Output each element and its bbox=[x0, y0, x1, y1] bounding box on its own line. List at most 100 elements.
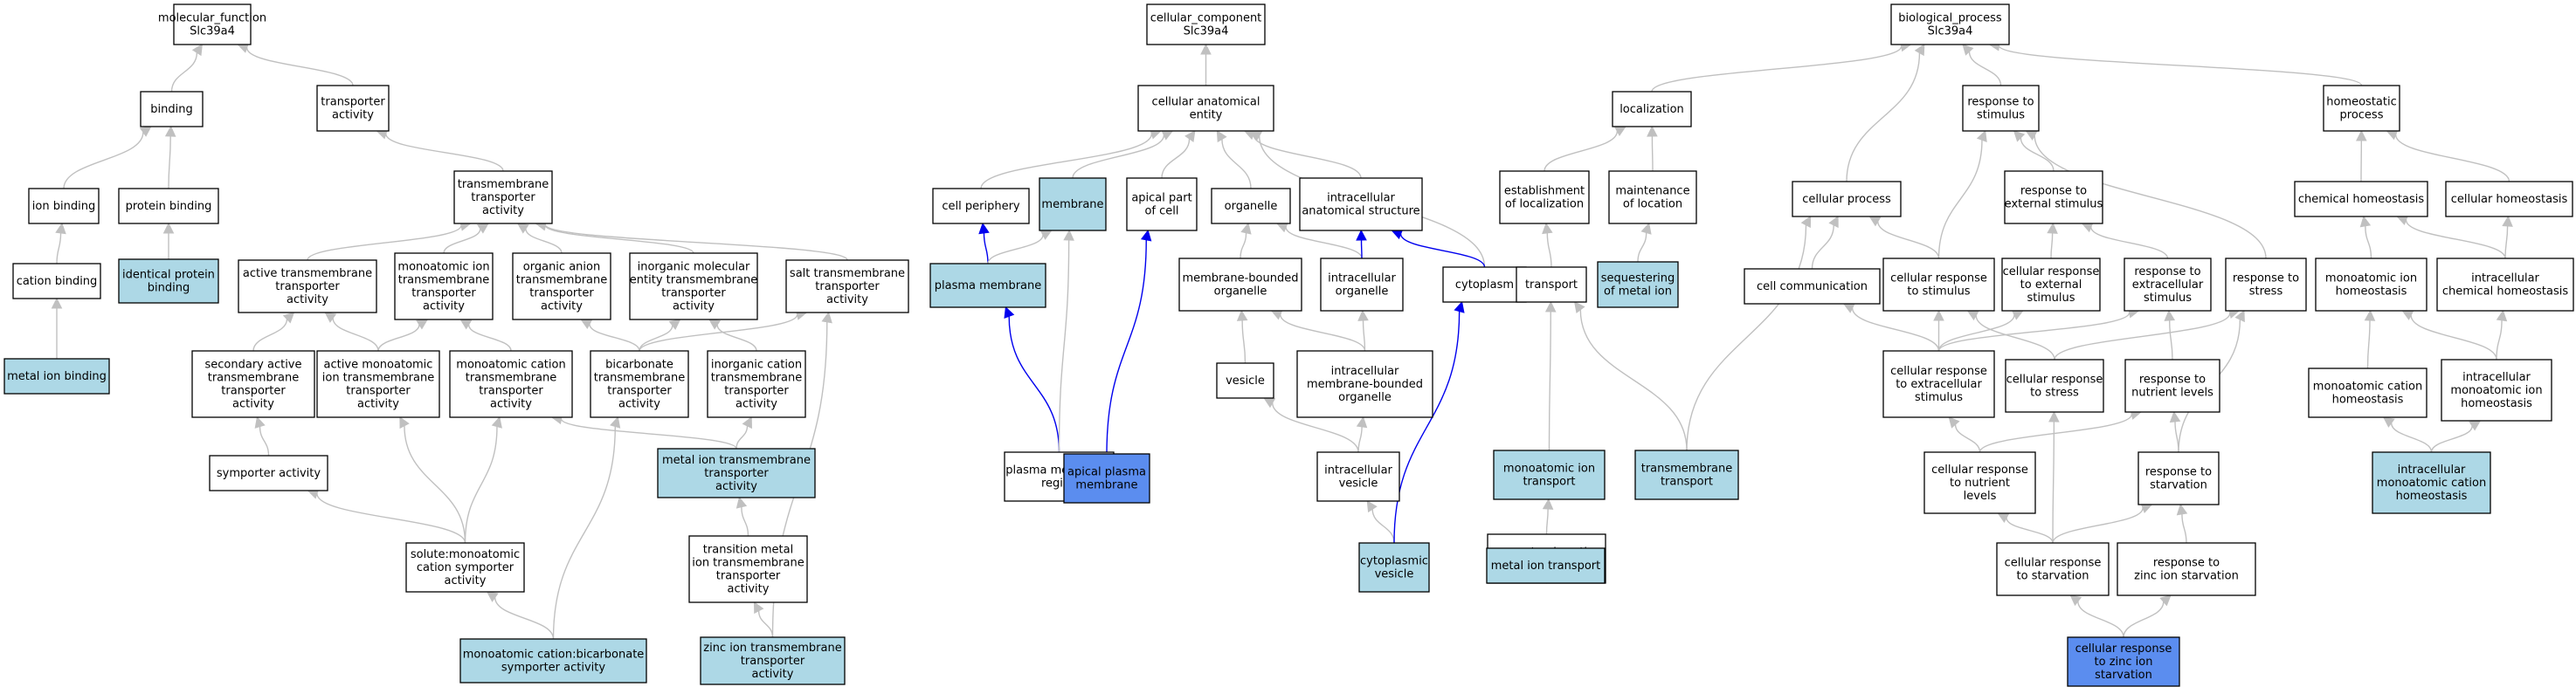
is-a-edge bbox=[2052, 507, 2144, 544]
go-term-node-cation-binding[interactable]: cation binding bbox=[12, 263, 101, 299]
node-label-line: chemical homeostasis bbox=[2442, 285, 2569, 299]
node-label-line: maintenance bbox=[1615, 185, 1689, 198]
go-term-node-cell-communication[interactable]: cell communication bbox=[1744, 268, 1881, 305]
node-label-line: cation symporter bbox=[417, 561, 515, 574]
edge-arrowhead bbox=[1063, 229, 1074, 241]
edge-arrowhead bbox=[324, 312, 337, 323]
go-term-node-protein-binding[interactable]: protein binding bbox=[118, 188, 219, 224]
go-term-node-inorganic-cation-tm[interactable]: inorganic cationtransmembranetransporter… bbox=[707, 350, 806, 418]
node-box bbox=[1211, 188, 1291, 224]
go-term-node-binding[interactable]: binding bbox=[140, 91, 204, 127]
go-term-node-metal-ion-tm[interactable]: metal ion transmembranetransporteractivi… bbox=[657, 448, 816, 498]
go-term-node-ion-binding[interactable]: ion binding bbox=[28, 188, 100, 224]
go-term-node-cell-periphery[interactable]: cell periphery bbox=[932, 188, 1030, 224]
go-term-node-cellular-homeostasis[interactable]: cellular homeostasis bbox=[2445, 181, 2573, 217]
edge-arrowhead bbox=[1366, 500, 1378, 513]
go-term-node-symporter[interactable]: symporter activity bbox=[209, 455, 328, 491]
is-a-edge bbox=[2006, 518, 2054, 544]
go-term-node-cellular-process[interactable]: cellular process bbox=[1792, 181, 1902, 217]
go-term-node-organelle[interactable]: organelle bbox=[1211, 188, 1291, 224]
node-label-line: cytoplasmic bbox=[1360, 555, 1428, 568]
node-label-line: to external bbox=[2020, 278, 2082, 292]
node-label-line: binding bbox=[150, 103, 192, 116]
go-term-node-chemical-homeostasis[interactable]: chemical homeostasis bbox=[2294, 181, 2428, 217]
node-label-line: extracellular bbox=[2132, 278, 2204, 292]
node-label-line: monoatomic cation bbox=[2377, 477, 2486, 490]
is-a-edge bbox=[2390, 423, 2433, 453]
node-label-line: activity bbox=[332, 109, 374, 122]
go-term-node-zinc-ion-tm[interactable]: zinc ion transmembranetransporteractivit… bbox=[700, 636, 846, 685]
go-term-node-metal-ion-binding[interactable]: metal ion binding bbox=[3, 358, 110, 395]
is-a-edge bbox=[1546, 232, 1552, 268]
node-label-line: stimulus bbox=[2027, 292, 2075, 305]
is-a-edge bbox=[1272, 402, 1359, 453]
go-term-node-membrane[interactable]: membrane bbox=[1039, 177, 1107, 231]
edge-arrowhead bbox=[821, 311, 832, 324]
edge-arrowhead bbox=[476, 223, 489, 234]
go-term-node-monoatomic-cation-tm[interactable]: monoatomic cationtransmembranetransporte… bbox=[449, 350, 573, 418]
go-term-node-plasma-membrane[interactable]: plasma membrane bbox=[929, 263, 1046, 308]
go-term-node-monoatomic-ion-tm[interactable]: monoatomic iontransmembranetransporterac… bbox=[394, 252, 494, 320]
go-term-node-metal-ion-transport[interactable]: metal ion transport bbox=[1486, 547, 1606, 584]
is-a-edge bbox=[560, 418, 737, 450]
go-term-node-localization[interactable]: localization bbox=[1612, 91, 1692, 127]
go-term-node-cytoplasm[interactable]: cytoplasm bbox=[1442, 266, 1527, 303]
go-term-node-bicarbonate-tm[interactable]: bicarbonatetransmembranetransporteractiv… bbox=[590, 350, 689, 418]
go-term-node-organic-anion-tm[interactable]: organic aniontransmembranetransporteract… bbox=[512, 252, 611, 320]
node-box bbox=[1499, 170, 1590, 224]
go-term-node-secondary-active-tm[interactable]: secondary activetransmembranetransporter… bbox=[191, 350, 315, 418]
edge-arrowhead bbox=[162, 222, 175, 234]
node-label-line: of localization bbox=[1505, 198, 1584, 211]
go-term-node-transport[interactable]: transport bbox=[1516, 266, 1587, 303]
go-term-node-vesicle[interactable]: vesicle bbox=[1216, 362, 1274, 399]
node-label-line: transporter bbox=[704, 467, 769, 480]
